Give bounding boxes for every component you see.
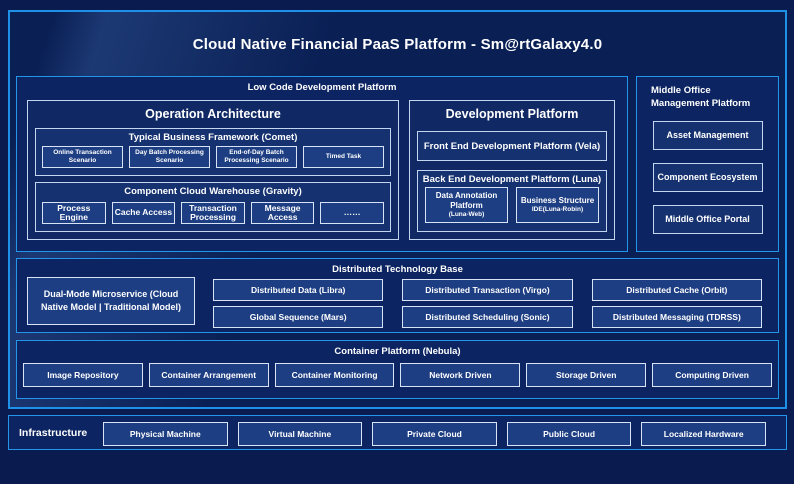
box-back-end-development-platform: Back End Development Platform (Luna) Dat… bbox=[417, 170, 607, 232]
box-end-of-day-batch-processing-scenario: End-of-Day Batch Processing Scenario bbox=[216, 146, 297, 168]
box-front-end-development-platform: Front End Development Platform (Vela) bbox=[417, 131, 607, 161]
box-distributed-scheduling-sonic: Distributed Scheduling (Sonic) bbox=[402, 306, 573, 328]
component-cloud-warehouse-label: Component Cloud Warehouse (Gravity) bbox=[124, 186, 302, 197]
box-dual-mode-microservice: Dual-Mode Microservice (Cloud Native Mod… bbox=[27, 277, 195, 325]
container-platform-items: Image Repository Container Arrangement C… bbox=[17, 363, 778, 387]
section-distributed-technology-base: Distributed Technology Base Dual-Mode Mi… bbox=[16, 258, 779, 333]
box-message-access: Message Access bbox=[250, 202, 315, 224]
section-container-platform-nebula: Container Platform (Nebula) Image Reposi… bbox=[16, 340, 779, 399]
box-distributed-data-libra: Distributed Data (Libra) bbox=[213, 279, 384, 301]
box-middle-office-portal: Middle Office Portal bbox=[652, 204, 763, 234]
box-computing-driven: Computing Driven bbox=[652, 363, 772, 387]
box-network-driven: Network Driven bbox=[400, 363, 521, 387]
data-annotation-platform-title: Data Annotation Platform bbox=[435, 190, 498, 210]
box-cache-access: Cache Access bbox=[111, 202, 176, 224]
box-component-cloud-warehouse: Component Cloud Warehouse (Gravity) Proc… bbox=[35, 182, 391, 232]
distributed-items-grid: Distributed Data (Libra) Distributed Tra… bbox=[213, 279, 762, 328]
box-online-transaction-scenario: Online Transaction Scenario bbox=[42, 146, 123, 168]
box-physical-machine: Physical Machine bbox=[103, 422, 228, 446]
box-container-monitoring: Container Monitoring bbox=[274, 363, 395, 387]
box-image-repository: Image Repository bbox=[23, 363, 143, 387]
component-cloud-warehouse-items: Process Engine Cache Access Transaction … bbox=[36, 200, 390, 224]
box-distributed-cache-orbit: Distributed Cache (Orbit) bbox=[591, 279, 762, 301]
box-ellipsis-more: …… bbox=[320, 202, 384, 224]
typical-business-framework-label: Typical Business Framework (Comet) bbox=[128, 132, 298, 143]
operation-architecture-label: Operation Architecture bbox=[145, 107, 281, 121]
box-public-cloud: Public Cloud bbox=[506, 422, 632, 446]
infrastructure-label: Infrastructure bbox=[19, 426, 88, 439]
section-infrastructure: Infrastructure Physical Machine Virtual … bbox=[8, 415, 787, 450]
development-platform-label: Development Platform bbox=[445, 107, 579, 121]
container-platform-label: Container Platform (Nebula) bbox=[334, 346, 461, 357]
box-transaction-processing: Transaction Processing bbox=[181, 202, 245, 224]
box-day-batch-processing-scenario: Day Batch Processing Scenario bbox=[129, 146, 210, 168]
box-private-cloud: Private Cloud bbox=[372, 422, 497, 446]
box-storage-driven: Storage Driven bbox=[526, 363, 647, 387]
data-annotation-platform-code: (Luna-Web) bbox=[448, 210, 485, 218]
distributed-technology-base-label: Distributed Technology Base bbox=[332, 264, 463, 275]
business-structure-ide-title: Business Structure bbox=[520, 195, 595, 205]
box-process-engine: Process Engine bbox=[42, 202, 106, 224]
box-timed-task: Timed Task bbox=[303, 146, 384, 168]
box-data-annotation-platform: Data Annotation Platform (Luna-Web) bbox=[425, 187, 508, 223]
box-development-platform: Development Platform Front End Developme… bbox=[409, 100, 615, 240]
box-virtual-machine: Virtual Machine bbox=[237, 422, 363, 446]
box-global-sequence-mars: Global Sequence (Mars) bbox=[213, 306, 384, 328]
section-low-code-development-platform: Low Code Development Platform Operation … bbox=[16, 76, 628, 252]
back-end-development-platform-label: Back End Development Platform (Luna) bbox=[422, 174, 602, 185]
box-localized-hardware: Localized Hardware bbox=[641, 422, 766, 446]
platform-frame: Cloud Native Financial PaaS Platform - S… bbox=[8, 10, 787, 409]
middle-office-platform-label: Middle Office Management Platform bbox=[651, 85, 751, 109]
box-component-ecosystem: Component Ecosystem bbox=[652, 162, 763, 192]
box-asset-management: Asset Management bbox=[652, 120, 763, 150]
page-title: Cloud Native Financial PaaS Platform - S… bbox=[192, 36, 603, 53]
business-structure-ide-code: IDE(Luna-Robin) bbox=[531, 205, 584, 213]
box-business-structure-ide: Business Structure IDE(Luna-Robin) bbox=[516, 187, 599, 223]
infrastructure-items: Physical Machine Virtual Machine Private… bbox=[97, 422, 786, 446]
box-distributed-messaging-tdrss: Distributed Messaging (TDRSS) bbox=[591, 306, 762, 328]
typical-business-framework-items: Online Transaction Scenario Day Batch Pr… bbox=[36, 146, 390, 168]
box-container-arrangement: Container Arrangement bbox=[148, 363, 269, 387]
box-typical-business-framework: Typical Business Framework (Comet) Onlin… bbox=[35, 128, 391, 176]
back-end-items: Data Annotation Platform (Luna-Web) Busi… bbox=[418, 187, 606, 223]
low-code-platform-label: Low Code Development Platform bbox=[247, 82, 397, 93]
box-distributed-transaction-virgo: Distributed Transaction (Virgo) bbox=[402, 279, 573, 301]
section-middle-office-management-platform: Middle Office Management Platform Asset … bbox=[636, 76, 779, 252]
box-operation-architecture: Operation Architecture Typical Business … bbox=[27, 100, 399, 240]
